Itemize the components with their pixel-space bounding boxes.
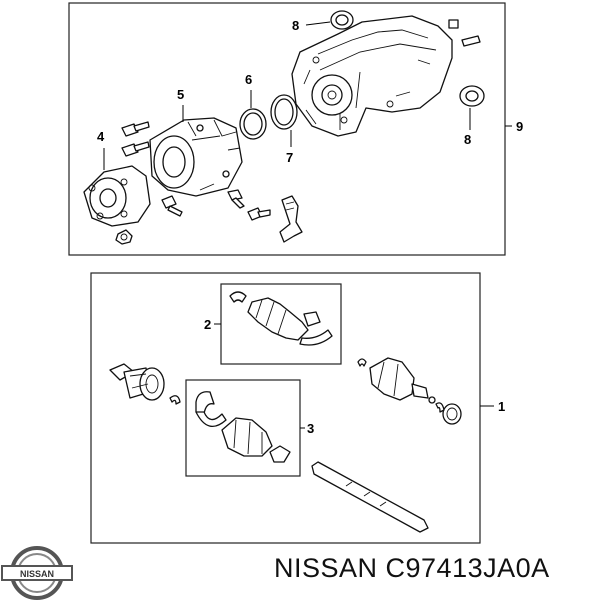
oil-seal-top <box>330 10 354 30</box>
callout-2: 2 <box>204 317 211 332</box>
outer-cv-joint <box>109 363 165 401</box>
bolt-set <box>121 121 271 221</box>
mounting-bracket <box>279 195 303 243</box>
snap-ring-left <box>169 395 181 405</box>
nissan-logo: NISSAN <box>1 546 73 600</box>
callout-9: 9 <box>516 119 523 134</box>
callout-6: 6 <box>245 72 252 87</box>
outer-boot-kit <box>229 291 333 346</box>
inner-cv-joint <box>357 357 462 425</box>
callout-4: 4 <box>97 129 105 144</box>
oil-seal-right <box>459 85 485 107</box>
callout-5: 5 <box>177 87 184 102</box>
callout-7: 7 <box>286 150 293 165</box>
nut <box>115 229 133 245</box>
callout-1: 1 <box>498 399 505 414</box>
logo-text: NISSAN <box>20 569 54 579</box>
companion-flange <box>83 165 151 227</box>
drive-shaft <box>311 461 429 533</box>
differential-frame <box>68 2 506 256</box>
coupling-housing <box>149 117 243 197</box>
seal-ring-7 <box>270 94 298 130</box>
housing-stud <box>448 19 481 47</box>
drive-shaft-frame <box>90 272 481 544</box>
callout-8-right: 8 <box>464 132 471 147</box>
inner-boot-kit <box>195 391 291 463</box>
callout-8-top: 8 <box>292 18 299 33</box>
differential-housing <box>291 15 453 137</box>
seal-ring-6 <box>239 108 267 140</box>
callout-3: 3 <box>307 421 314 436</box>
part-number-caption: NISSAN C97413JA0A <box>274 553 550 583</box>
